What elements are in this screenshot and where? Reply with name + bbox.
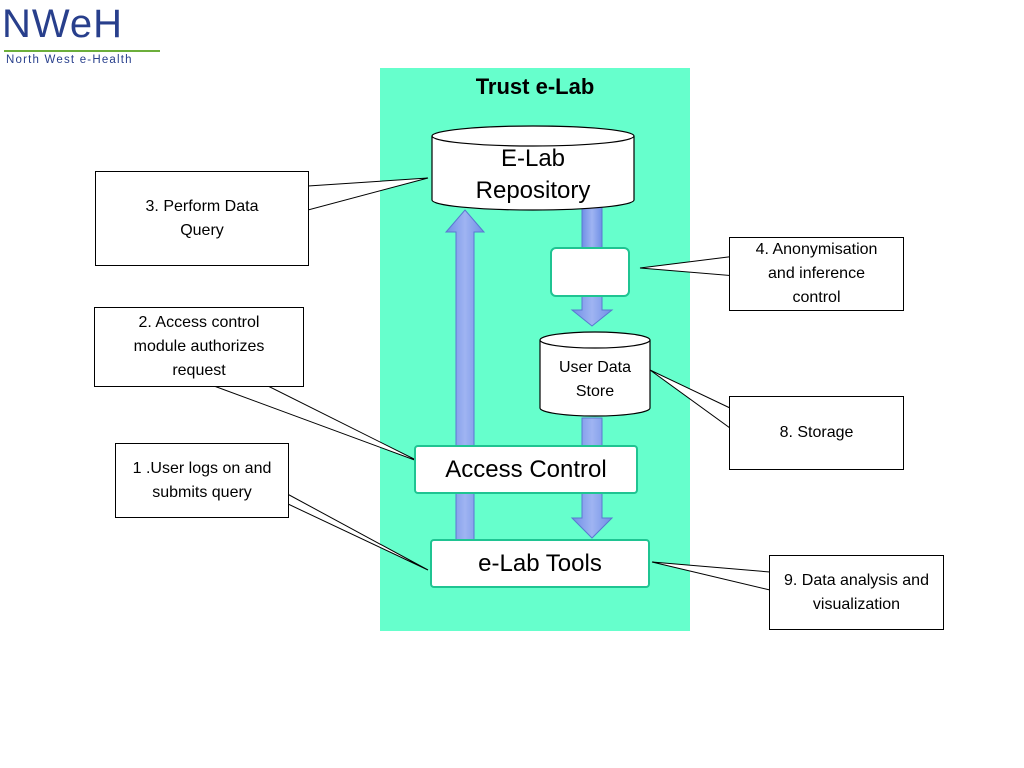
- callout-pointer-anonymisation: [639, 255, 737, 277]
- callout-user-logs-on: 1 .User logs on and submits query: [115, 443, 289, 518]
- user-data-store-cylinder: [539, 331, 651, 417]
- callout-access-authorizes: 2. Access control module authorizes requ…: [94, 307, 304, 387]
- access-control-node: Access Control: [414, 445, 638, 494]
- callout-analysis: 9. Data analysis and visualization: [769, 555, 944, 630]
- flow-repo-to-anon: [581, 204, 603, 250]
- elab-tools-node: e-Lab Tools: [430, 539, 650, 588]
- callout-pointer-user-logs-on: [278, 488, 429, 571]
- anonymisation-node: [550, 247, 630, 297]
- callout-anonymisation: 4. Anonymisation and inference control: [729, 237, 904, 311]
- logo-mark: NWeH: [2, 2, 124, 46]
- trust-elab-title: Trust e-Lab: [475, 74, 595, 99]
- logo-underline: [4, 50, 160, 52]
- repository-label: E-Lab Repository: [475, 145, 591, 204]
- repository-cylinder: [431, 125, 635, 211]
- callout-pointer-storage: [649, 369, 731, 429]
- logo-subtitle: North West e-Health: [6, 54, 133, 66]
- flow-anon-to-store-arrow: [570, 295, 614, 327]
- callout-pointer-analysis: [651, 561, 771, 591]
- callout-perform-query: 3. Perform Data Query: [95, 171, 309, 266]
- callout-storage: 8. Storage: [729, 396, 904, 470]
- callout-pointer-perform-query: [307, 177, 429, 211]
- user-data-store-label: User Data Store: [558, 359, 632, 400]
